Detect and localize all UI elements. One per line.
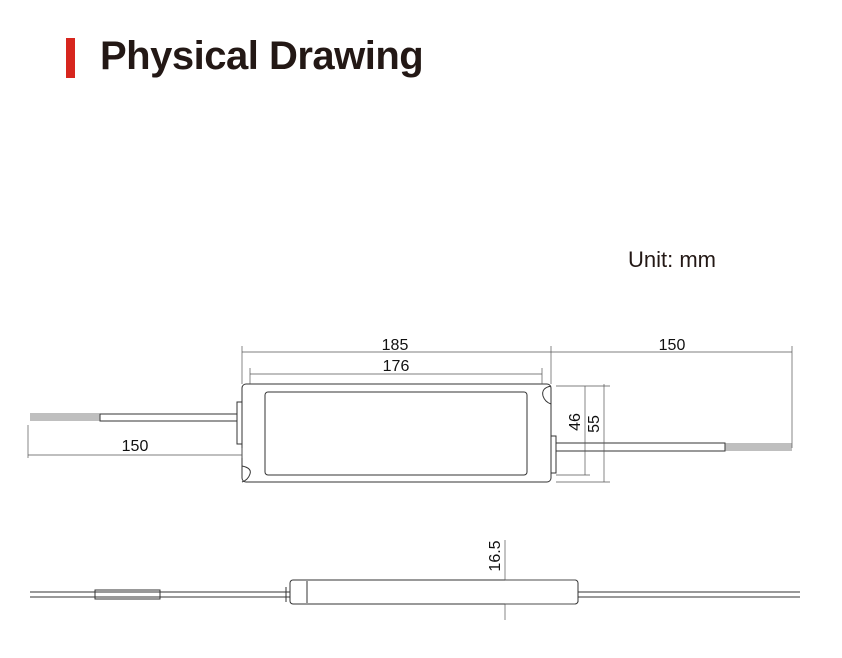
- housing-outline: [241, 383, 552, 483]
- side-cables: [30, 587, 800, 602]
- dim-left-cable: 150: [122, 438, 149, 455]
- left-grommet: [236, 401, 243, 445]
- dim-right-cable: 150: [659, 337, 686, 354]
- left-wires: [30, 413, 100, 421]
- top-view: 185 176 150 150 46 55: [27, 337, 793, 483]
- unit-label: Unit: mm: [628, 247, 716, 272]
- dim-inner-length: 176: [383, 358, 410, 375]
- side-dimension-lines: [504, 540, 575, 620]
- dim-height: 16.5: [487, 540, 504, 571]
- page-title: Physical Drawing: [100, 34, 424, 78]
- side-housing: [289, 579, 579, 605]
- dim-overall-length: 185: [382, 337, 409, 354]
- title-accent-bar: [66, 38, 75, 78]
- dim-overall-width: 55: [586, 415, 603, 433]
- label-area: [264, 391, 528, 476]
- dimension-lines: [27, 346, 793, 483]
- left-cable: [99, 413, 238, 422]
- right-grommet: [550, 435, 557, 474]
- side-view: 16.5: [30, 540, 800, 620]
- mount-notch-bottom: [241, 465, 251, 483]
- mount-notch-top: [542, 385, 552, 405]
- right-wires: [725, 443, 792, 451]
- right-cable: [555, 442, 726, 452]
- dim-inner-width: 46: [567, 413, 584, 431]
